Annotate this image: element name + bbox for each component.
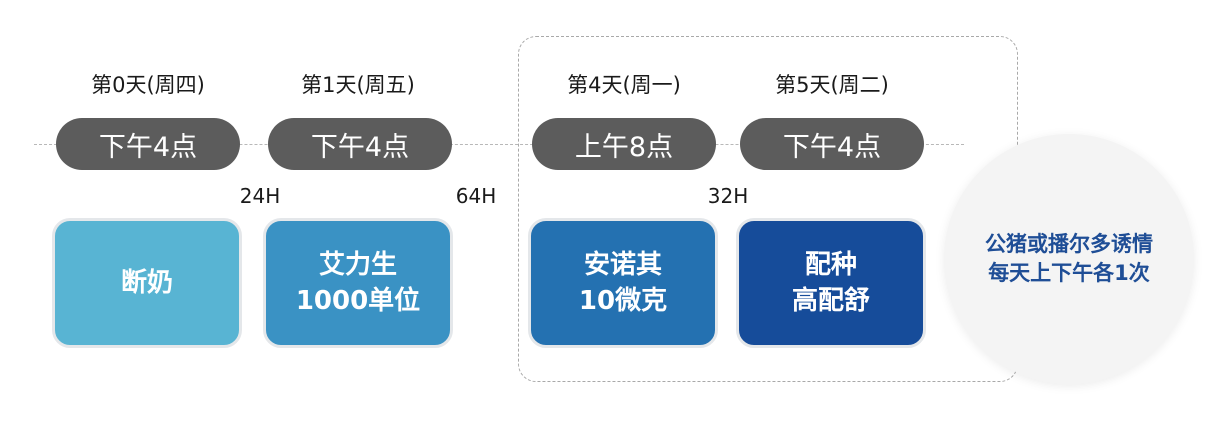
interval-2: 64H (455, 184, 497, 208)
time-pill-step-1: 下午4点 (56, 118, 240, 170)
time-pill-step-3: 上午8点 (532, 118, 716, 170)
step-3-line-2: 10微克 (578, 286, 668, 316)
step-2-line-2: 1000单位 (295, 286, 421, 316)
time-pill-step-2: 下午4点 (268, 118, 452, 170)
step-4-line-1: 配种 (804, 250, 857, 280)
step-4-line-2: 高配舒 (791, 286, 870, 316)
day-label-step-4: 第5天(周二) (775, 73, 889, 97)
step-1-line-1: 断奶 (120, 268, 173, 298)
day-label-step-1: 第0天(周四) (91, 73, 205, 97)
timeline-line (34, 144, 964, 145)
interval-3: 32H (707, 184, 749, 208)
step-box-mating: 配种 高配舒 (736, 218, 926, 348)
step-2-line-1: 艾力生 (318, 250, 397, 280)
result-line-1: 公猪或播尔多诱情 (985, 232, 1153, 256)
interval-1: 24H (239, 184, 281, 208)
step-3-line-1: 安诺其 (583, 250, 662, 280)
result-line-2: 每天上下午各1次 (988, 261, 1150, 285)
step-box-injection-1: 艾力生 1000单位 (263, 218, 453, 348)
step-box-injection-2: 安诺其 10微克 (528, 218, 718, 348)
step-box-weaning: 断奶 (52, 218, 242, 348)
day-label-step-3: 第4天(周一) (567, 73, 681, 97)
result-circle: 公猪或播尔多诱情 每天上下午各1次 (944, 134, 1194, 384)
day-label-step-2: 第1天(周五) (301, 73, 415, 97)
time-pill-step-4: 下午4点 (740, 118, 924, 170)
